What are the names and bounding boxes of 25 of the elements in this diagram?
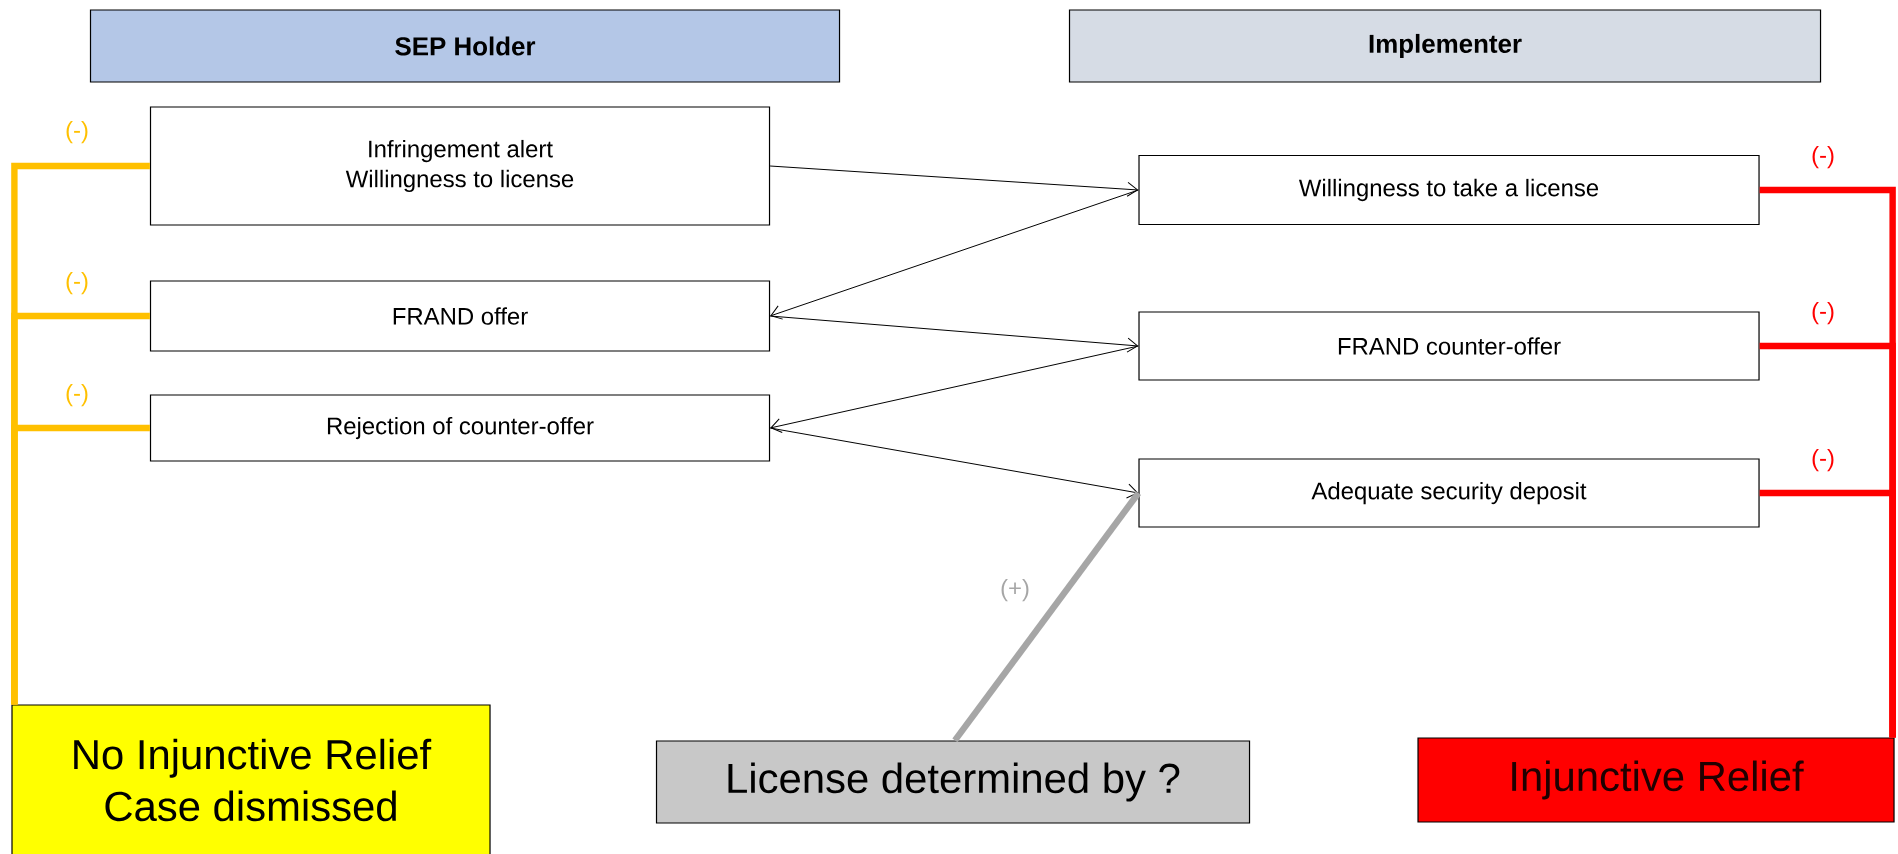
outcome-box: No Injunctive Relief Case dismissed (11, 704, 491, 854)
arrow (769, 165, 1139, 197)
edge-label: (-) (63, 381, 91, 409)
step-box: Rejection of counter-offer (149, 394, 771, 462)
arrow (769, 315, 1139, 353)
outcome-box: Injunctive Relief (1417, 737, 1895, 823)
arrow (769, 427, 1139, 499)
outcome-box: License determined by ? (655, 740, 1251, 824)
edge-label: (-) (63, 118, 91, 146)
arrow (770, 189, 1139, 320)
edge-label: (-) (63, 269, 91, 297)
arrow (770, 345, 1139, 433)
header-box: SEP Holder (89, 9, 841, 83)
step-box: Infringement alert Willingness to license (149, 106, 771, 226)
step-box: Adequate security deposit (1138, 458, 1760, 528)
step-box: FRAND counter-offer (1138, 311, 1760, 381)
edge-label: (-) (1809, 299, 1837, 327)
connector-line (952, 491, 1141, 743)
edge-label: (+) (998, 576, 1032, 604)
header-box: Implementer (1068, 9, 1822, 83)
step-box: FRAND offer (149, 280, 771, 352)
connector-line (1759, 489, 1896, 738)
edge-label: (-) (1809, 446, 1837, 474)
edge-label: (-) (1809, 143, 1837, 171)
step-box: Willingness to take a license (1138, 154, 1760, 226)
